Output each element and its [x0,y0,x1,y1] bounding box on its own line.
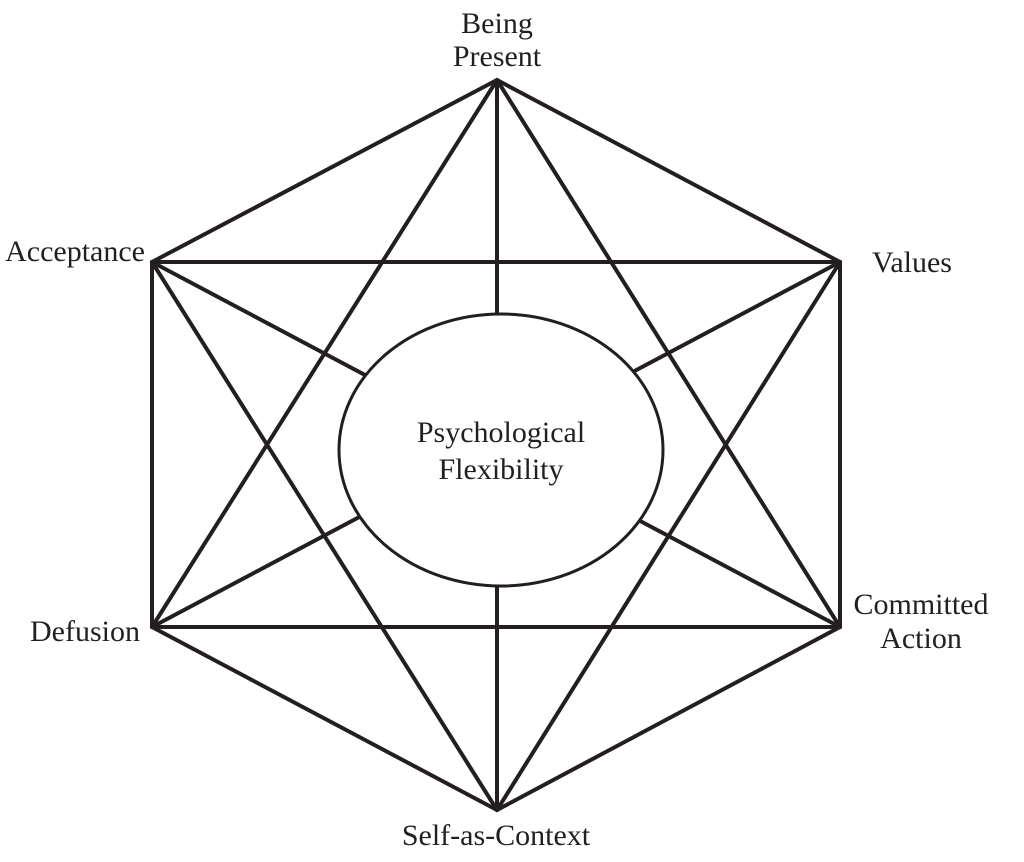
edge-being_present-acceptance [150,78,499,264]
committed-action-label-line2: Action [880,622,962,655]
center-label-line2: Flexibility [438,453,563,486]
edge-lines-group [150,78,842,812]
being-present-label-line1: Being [461,7,533,40]
being-present-label-line2: Present [453,40,542,73]
edge-being_present-values [495,78,842,264]
edge-self_as_context-defusion [150,625,499,812]
edge-committed_action-self_as_context [495,625,842,812]
self-as-context-label: Self-as-Context [402,819,591,852]
acceptance-label: Acceptance [5,235,145,268]
edge-self_as_context-acceptance [150,260,499,812]
committed-action-label-line1: Committed [854,588,989,621]
center-label-line1: Psychological [417,416,585,449]
defusion-label: Defusion [30,615,140,648]
psychological-flexibility-ellipse [337,312,665,588]
values-label: Values [872,246,952,279]
